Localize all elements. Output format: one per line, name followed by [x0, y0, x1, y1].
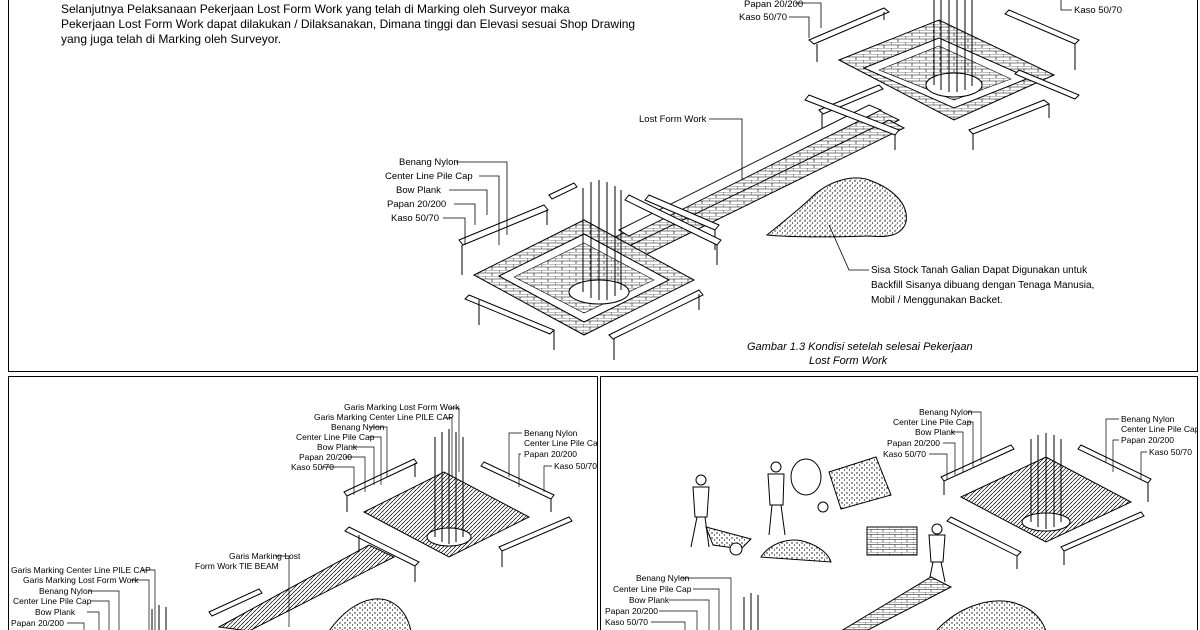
br-label-center-line: Center Line Pile Cap [893, 417, 972, 427]
left-labels: Benang Nylon Center Line Pile Cap Bow Pl… [385, 157, 508, 245]
bl-label-kaso: Kaso 50/70 [291, 462, 334, 472]
br-label-benang: Benang Nylon [919, 407, 973, 417]
left-label-center-line: Center Line Pile Cap [385, 171, 473, 182]
top-panel: Selanjutnya Pelaksanaan Pekerjaan Lost F… [8, 0, 1198, 372]
br-top-labels: Benang Nylon Center Line Pile Cap Bow Pl… [883, 407, 982, 479]
tr-label-kaso: Kaso 50/70 [739, 12, 787, 23]
left-label-papan: Papan 20/200 [387, 199, 446, 210]
upper-pile-cap [808, 0, 1080, 150]
soil-note-line-2: Backfill Sisanya dibuang dengan Tenaga M… [871, 280, 1094, 291]
bottom-right-panel: Benang Nylon Center Line Pile Cap Bow Pl… [600, 376, 1198, 630]
bl-label-center-line: Center Line Pile Cap [296, 432, 375, 442]
br-lower-labels: Benang Nylon Center Line Pile Cap Bow Pl… [605, 573, 732, 630]
intro-line-3: yang juga telah di Marking oleh Surveyor… [61, 32, 282, 46]
bottom-left-panel: Garis Marking Lost Form Work Garis Marki… [8, 376, 598, 630]
bottom-left-diagram: Garis Marking Lost Form Work Garis Marki… [11, 402, 598, 630]
bl-right-kaso: Kaso 50/70 [554, 461, 597, 471]
soil-note-line-3: Mobil / Menggunakan Backet. [871, 295, 1003, 306]
intro-text: Selanjutnya Pelaksanaan Pekerjaan Lost F… [61, 2, 661, 47]
top-diagram: Papan 20/200 Kaso 50/70 Kaso 50/70 Lost … [385, 0, 1122, 367]
caption-line-1: Gambar 1.3 Kondisi setelah selesai Peker… [747, 341, 973, 353]
bl-label-benang: Benang Nylon [331, 422, 385, 432]
mixing-box [828, 456, 892, 510]
br-right-center-line: Center Line Pile Cap [1121, 424, 1198, 434]
br-label-papan: Papan 20/200 [887, 438, 940, 448]
br-lower-papan: Papan 20/200 [605, 606, 658, 616]
bottom-right-diagram: Benang Nylon Center Line Pile Cap Bow Pl… [605, 407, 1198, 630]
intro-line-2: Pekerjaan Lost Form Work dapat dilakukan… [61, 17, 636, 31]
soil-pile [765, 177, 907, 238]
br-right-labels: Benang Nylon Center Line Pile Cap Papan … [1105, 414, 1198, 479]
tr-labels: Papan 20/200 Kaso 50/70 Kaso 50/70 [739, 0, 1122, 38]
left-label-benang: Benang Nylon [399, 157, 459, 168]
bl-right-labels: Benang Nylon Center Line Pile Cap Papan … [508, 428, 598, 492]
br-lower-bow-plank: Bow Plank [629, 595, 670, 605]
bl-top-labels: Garis Marking Lost Form Work Garis Marki… [291, 402, 460, 495]
soil-note-line-1: Sisa Stock Tanah Galian Dapat Digunakan … [871, 265, 1088, 276]
bl-label-marking-lfw: Garis Marking Lost Form Work [344, 402, 460, 412]
br-label-kaso: Kaso 50/70 [883, 449, 926, 459]
bl-right-benang: Benang Nylon [524, 428, 578, 438]
soil-pile [329, 598, 412, 630]
bl-right-center-line: Center Line Pile Cap [524, 438, 598, 448]
bl-left-marking-cl: Garis Marking Center Line PILE CAP [11, 565, 151, 575]
pile-rebar [434, 429, 464, 544]
tr-right-label-kaso: Kaso 50/70 [1074, 5, 1122, 16]
gravel-pile [760, 539, 832, 563]
left-label-bow-plank: Bow Plank [396, 185, 441, 196]
bl-left-bow-plank: Bow Plank [35, 607, 76, 617]
worker-brick [928, 523, 946, 583]
beam-brickwork [841, 576, 953, 630]
br-lower-benang: Benang Nylon [636, 573, 690, 583]
lost-form-work-label: Lost Form Work [639, 114, 707, 125]
bl-label-bow-plank: Bow Plank [317, 442, 358, 452]
bl-label-papan: Papan 20/200 [299, 452, 352, 462]
bl-left-labels: Garis Marking Center Line PILE CAP Garis… [11, 565, 156, 630]
bl-left-marking-lfw: Garis Marking Lost Form Work [23, 575, 139, 585]
left-label-kaso: Kaso 50/70 [391, 213, 439, 224]
bl-left-center-line: Center Line Pile Cap [13, 596, 92, 606]
lower-pile-cap [458, 180, 722, 360]
pile-rebar [1030, 433, 1062, 529]
tr-label-papan: Papan 20/200 [744, 0, 803, 10]
bl-tie-beam-label-1: Garis Marking Lost [229, 551, 301, 561]
soil-note: Sisa Stock Tanah Galian Dapat Digunakan … [828, 224, 1094, 306]
caption-line-2: Lost Form Work [809, 355, 888, 367]
br-lower-center-line: Center Line Pile Cap [613, 584, 692, 594]
worker-wheelbarrow [690, 474, 752, 556]
worker-mixer [767, 458, 829, 536]
bl-left-papan: Papan 20/200 [11, 618, 64, 628]
bl-right-papan: Papan 20/200 [524, 449, 577, 459]
br-right-kaso: Kaso 50/70 [1149, 447, 1192, 457]
bow-planks [208, 458, 573, 617]
brick-stack [866, 526, 918, 556]
br-label-bow-plank: Bow Plank [915, 427, 956, 437]
pile-cap-excavation [362, 471, 531, 558]
bl-tie-beam-label-2: Form Work TIE BEAM [195, 561, 279, 571]
bl-label-marking-cl: Garis Marking Center Line PILE CAP [314, 412, 454, 422]
br-lower-kaso: Kaso 50/70 [605, 617, 648, 627]
intro-line-1: Selanjutnya Pelaksanaan Pekerjaan Lost F… [61, 2, 570, 16]
bl-left-benang: Benang Nylon [39, 586, 93, 596]
br-right-papan: Papan 20/200 [1121, 435, 1174, 445]
br-right-benang: Benang Nylon [1121, 414, 1175, 424]
